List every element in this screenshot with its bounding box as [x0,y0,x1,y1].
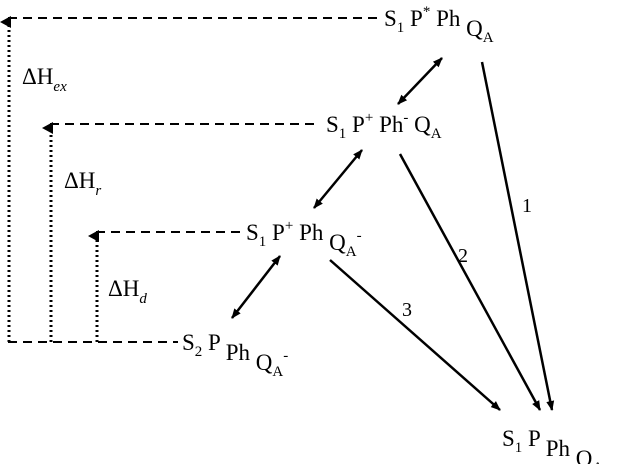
dh-ex-label: ΔHex [22,64,67,95]
dh-ex-sub: ex [53,79,67,95]
decay-arrow-3 [329,259,501,411]
state-ground: S1 P Ph QA [502,426,603,464]
dh-r-sub: r [95,183,101,199]
dh-d-sub: d [139,291,147,307]
decay-arrow-2 [398,153,542,411]
pathway-label-3: 3 [402,299,412,321]
dh-ex-delta: ΔH [22,64,53,89]
equilibrium-arrow-pq-s2 [231,255,281,319]
state-pq: S1 P+ Ph QA- [246,218,362,260]
pathway-label-1: 1 [522,195,532,217]
pathway-label-2: 2 [458,245,468,267]
equilibrium-arrow-excited-pph [397,57,443,105]
equilibrium-arrow-pph-pq [313,149,363,209]
dh-d-label: ΔHd [108,276,147,307]
dh-r-label: ΔHr [64,168,101,199]
state-s2: S2 P Ph QA- [182,330,288,380]
state-pph: S1 P+ Ph- QA [326,110,442,142]
dh-r-delta: ΔH [64,168,95,193]
state-excited: S1 P* Ph QA [384,4,494,46]
decay-arrow-1 [480,61,555,411]
dh-d-delta: ΔH [108,276,139,301]
